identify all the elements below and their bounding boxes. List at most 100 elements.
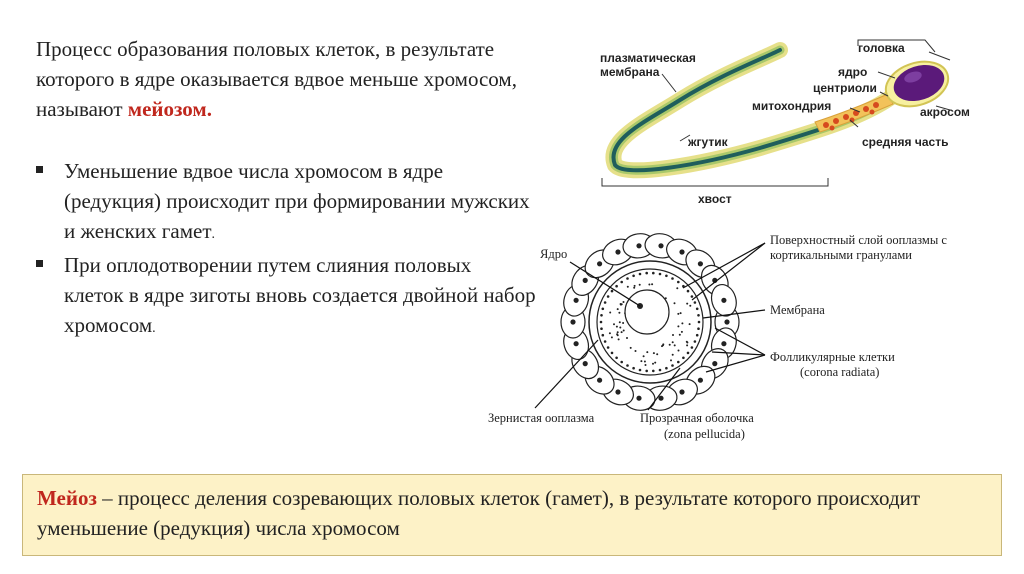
ooplasm-granule (615, 325, 618, 328)
cortical-granule (626, 277, 629, 280)
follicular-cell-nucleus (615, 249, 621, 255)
follicular-cells (560, 233, 740, 411)
ooplasm-granule (648, 283, 651, 286)
follicular-cell-nucleus (724, 319, 730, 325)
ooplasm-granule (643, 360, 646, 363)
cortical-granule (632, 274, 635, 278)
follicular-cell-nucleus (712, 361, 718, 367)
follicular-cell-nucleus (679, 249, 685, 255)
bullet-square-icon (36, 260, 43, 267)
cortical-granule (686, 289, 690, 293)
cortical-granule (645, 369, 648, 373)
ooplasm-granule (677, 349, 680, 352)
ooplasm-granule (622, 301, 625, 303)
cortical-granule (671, 364, 674, 367)
follicular-cell-nucleus (658, 395, 664, 401)
cortical-granule (600, 314, 603, 317)
ooplasm-granule (681, 322, 684, 325)
ooplasm-granule (672, 334, 674, 336)
intro-text: Процесс образования половых клеток, в ре… (36, 37, 517, 121)
ooplasm-granule (677, 312, 680, 315)
cortical-granule (658, 368, 662, 372)
cortical-granule (695, 307, 699, 311)
cortical-granule (690, 295, 694, 298)
cortical-granule (682, 356, 685, 360)
cortical-granule (632, 366, 635, 370)
ooplasm-granule (668, 343, 671, 346)
ooplasm-granule (671, 341, 674, 344)
definition-term: Мейоз (37, 486, 97, 510)
cortical-granule (697, 327, 700, 331)
ooplasm-granule (644, 364, 647, 366)
cortical-granule (626, 364, 629, 367)
label-zona-2: (zona pellucida) (664, 427, 745, 441)
cortical-granule (652, 271, 655, 275)
ooplasm-granule (626, 285, 629, 288)
ooplasm-granule (616, 334, 619, 337)
ooplasm-granule (642, 355, 645, 358)
ooplasm-granule (654, 361, 657, 364)
ooplasm-granule (673, 302, 676, 305)
label-surface-layer-1: Поверхностный слой ооплазмы с (770, 233, 947, 247)
ooplasm-granule (619, 326, 622, 329)
ooplasm-granule (651, 283, 654, 286)
label-granular-ooplasm: Зернистая ооплазма (488, 411, 595, 425)
label-head: головка (858, 41, 905, 55)
ooplasm-granule (618, 321, 621, 324)
cortical-granule (620, 360, 623, 364)
egg-cell-diagram: Ядро Поверхностный слой ооплазмы с корти… (488, 233, 947, 441)
label-plasma-membrane-2: мембрана (600, 65, 660, 79)
ooplasm-granule (629, 346, 632, 349)
ooplasm-granule (618, 311, 621, 314)
label-centrioles: центриоли (813, 81, 877, 95)
follicular-cell-nucleus (658, 243, 664, 249)
label-plasma-membrane: плазматическая (600, 51, 696, 65)
sperm-diagram: плазматическая мембрана головка ядро цен… (600, 39, 970, 206)
bullet-item-fertilization: При оплодотворении путем слияния половых… (36, 250, 536, 344)
ooplasm-granule (608, 332, 611, 335)
bullet-list: Уменьшение вдвое числа хромосом в ядре (… (36, 156, 536, 344)
cortical-granule (603, 340, 607, 343)
ooplasm-granule (688, 323, 691, 326)
ooplasm-granule (613, 323, 615, 326)
follicular-cell-nucleus (636, 395, 642, 401)
follicular-cell-nucleus (615, 389, 621, 395)
cortical-granule (606, 346, 610, 349)
sperm-tail-core (611, 48, 892, 173)
ooplasm-granule (689, 304, 692, 307)
ooplasm-granule (620, 331, 623, 334)
ooplasm-granule (671, 353, 674, 356)
ooplasm-granule (652, 362, 654, 365)
label-egg-nucleus: Ядро (540, 247, 567, 261)
label-surface-layer-2: кортикальными гранулами (770, 248, 912, 262)
label-follicular-1: Фолликулярные клетки (770, 350, 895, 364)
ooplasm-granule (679, 312, 682, 315)
follicular-cell-nucleus (573, 297, 579, 303)
label-acrosome: акросом (920, 105, 970, 119)
cortical-granule (606, 295, 610, 298)
cortical-granule (697, 314, 700, 317)
follicular-cell-nucleus (721, 297, 727, 303)
ooplasm-granule (686, 344, 689, 347)
bullet-text: При оплодотворении путем слияния половых… (64, 253, 536, 337)
egg-nucleus (624, 289, 670, 335)
intro-paragraph: Процесс образования половых клеток, в ре… (36, 34, 536, 124)
label-zona-1: Прозрачная оболочка (640, 411, 754, 425)
bullet-end: . (211, 227, 216, 242)
ooplasm-granule (609, 311, 612, 314)
cortical-granule (671, 277, 674, 280)
follicular-cell-nucleus (697, 377, 704, 383)
sperm-nucleus (893, 64, 945, 102)
meiosis-highlight: мейозом. (127, 97, 212, 121)
ooplasm-granule (670, 359, 672, 362)
follicular-cell-nucleus (679, 389, 685, 395)
ooplasm-granule (664, 297, 667, 300)
ooplasm-granule (656, 353, 659, 356)
ooplasm-granule (638, 283, 641, 286)
follicular-cell-nucleus (697, 261, 704, 267)
cortical-granule (695, 333, 699, 337)
ooplasm-granule (676, 287, 679, 290)
label-flagellum: жгутик (687, 135, 729, 149)
definition-box: Мейоз – процесс деления созревающих поло… (22, 474, 1002, 556)
ooplasm-granule (686, 302, 689, 305)
